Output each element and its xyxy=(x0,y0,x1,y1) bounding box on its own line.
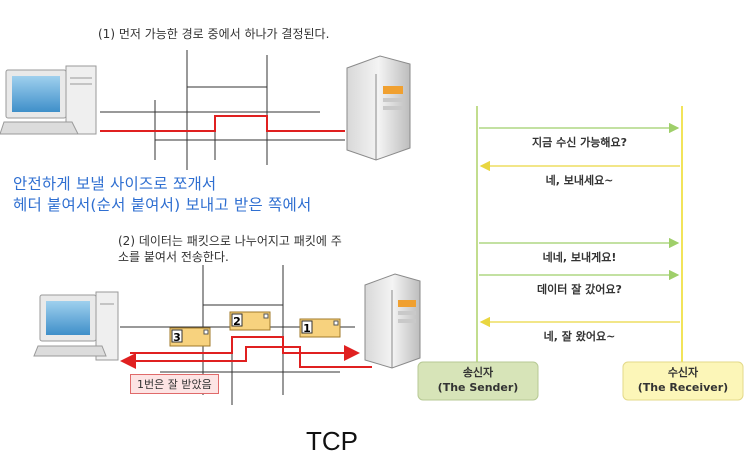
receiver-label: 수신자 (The Receiver) xyxy=(623,365,743,395)
packet-2: 2 xyxy=(229,311,271,331)
sender-english: (The Sender) xyxy=(437,381,519,394)
receiver-english: (The Receiver) xyxy=(637,381,729,394)
caption: TCP xyxy=(306,426,358,456)
note-line-1: 안전하게 보낼 사이즈로 쪼개서 xyxy=(13,175,217,193)
sender-box xyxy=(417,361,539,401)
sender-label: 송신자 (The Sender) xyxy=(418,365,538,395)
receiver-name: 수신자 xyxy=(667,366,699,379)
route-arrow-forward xyxy=(130,336,360,361)
message-2: 네, 보내세요~ xyxy=(545,174,614,187)
ack-label: 1번은 잘 받았음 xyxy=(130,374,219,394)
message-3: 네네, 보내게요! xyxy=(542,251,617,264)
server-top-icon xyxy=(346,55,411,161)
step-2-line-2: 소를 붙여서 전송한다. xyxy=(118,250,229,264)
packet-3: 3 xyxy=(169,327,211,347)
message-4: 데이터 잘 갔어요? xyxy=(537,283,622,296)
route-arrow-back xyxy=(120,346,372,369)
message-5: 네, 잘 왔어요~ xyxy=(543,330,616,343)
step-1-text: (1) 먼저 가능한 경로 중에서 하나가 결정된다. xyxy=(98,27,330,41)
step-2-line-1: (2) 데이터는 패킷으로 나누어지고 패킷에 주 xyxy=(118,234,342,248)
receiver-box xyxy=(622,361,744,401)
note-line-2: 헤더 붙여서(순서 붙여서) 보내고 받은 쪽에서 xyxy=(13,196,312,214)
packet-1-number: 1 xyxy=(303,322,311,335)
packet-3-number: 3 xyxy=(173,331,181,344)
message-1: 지금 수신 가능해요? xyxy=(532,136,627,149)
network-grid-top xyxy=(100,50,345,170)
packet-1: 1 xyxy=(299,318,341,338)
sender-name: 송신자 xyxy=(462,366,494,379)
selected-route-top xyxy=(100,115,345,132)
computer-top-icon xyxy=(0,65,97,135)
computer-bottom-icon xyxy=(33,291,119,361)
packet-2-number: 2 xyxy=(233,315,241,328)
server-bottom-icon xyxy=(364,273,421,369)
